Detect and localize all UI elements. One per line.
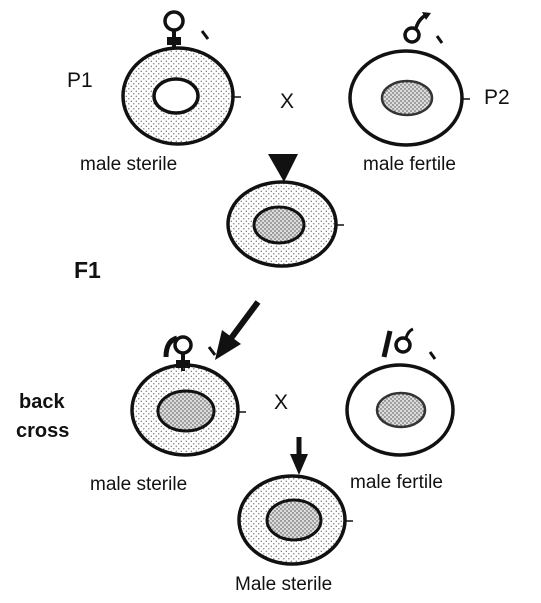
backcross-arrow <box>215 302 258 360</box>
backcross-label-line2: cross <box>16 420 69 442</box>
p1-plant <box>123 12 241 144</box>
bc-left-plant <box>132 337 246 455</box>
cross-arrow <box>268 154 298 182</box>
bc-offspring-plant <box>239 476 353 564</box>
f1-nucleus <box>254 207 304 243</box>
p2-nucleus <box>382 81 432 115</box>
bc-left-phenotype-label: male sterile <box>90 474 187 495</box>
bc-right-plant <box>347 329 453 455</box>
bc-left-nucleus <box>158 391 214 431</box>
offspring-arrow <box>290 437 308 475</box>
f1-plant <box>228 182 344 266</box>
p2-plant <box>350 12 470 145</box>
bc-offspring-phenotype-label: Male sterile <box>235 574 332 595</box>
p2-phenotype-label: male fertile <box>363 154 456 175</box>
bc-right-phenotype-label: male fertile <box>350 472 443 493</box>
cross-symbol: X <box>280 90 294 113</box>
male-symbol-icon <box>384 329 435 359</box>
backcross-label-line1: back <box>19 391 65 413</box>
bc-offspring-nucleus <box>267 500 321 540</box>
male-symbol-icon <box>165 12 208 48</box>
p1-phenotype-label: male sterile <box>80 154 177 175</box>
p1-generation-label: P1 <box>67 69 93 92</box>
male-symbol-icon <box>405 12 442 43</box>
p1-nucleus <box>154 79 198 113</box>
bc-right-nucleus <box>377 393 425 427</box>
backcross-cross-symbol: X <box>274 391 288 414</box>
f1-generation-label: F1 <box>74 257 101 283</box>
p2-generation-label: P2 <box>484 86 510 109</box>
